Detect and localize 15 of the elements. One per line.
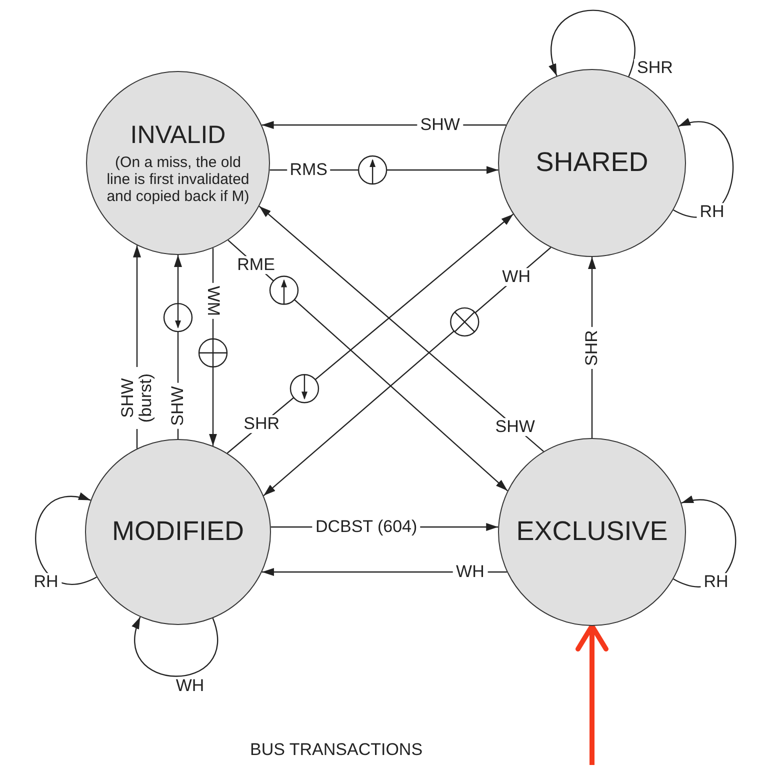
transition-arrow: [263, 247, 552, 496]
self-loop-arrow: [35, 494, 97, 584]
self-loop-arrow: [550, 10, 636, 77]
edge-label: SHW (burst): [119, 366, 155, 429]
transition-arrow: [226, 214, 514, 454]
state-name: SHARED: [536, 147, 648, 179]
state-name: INVALID: [130, 120, 226, 150]
state-name: EXCLUSIVE: [516, 516, 668, 548]
state-note: (On a miss, the old line is first invalidated and copied back if M): [106, 154, 250, 206]
transition-arrow: [576, 624, 608, 765]
edge-label: DCBST (604): [312, 518, 420, 536]
state-name: MODIFIED: [112, 516, 244, 548]
transition-arrow: [258, 206, 544, 452]
self-loop-arrow: [132, 616, 218, 677]
diagram-note: BUS TRANSACTIONS: [250, 740, 423, 760]
